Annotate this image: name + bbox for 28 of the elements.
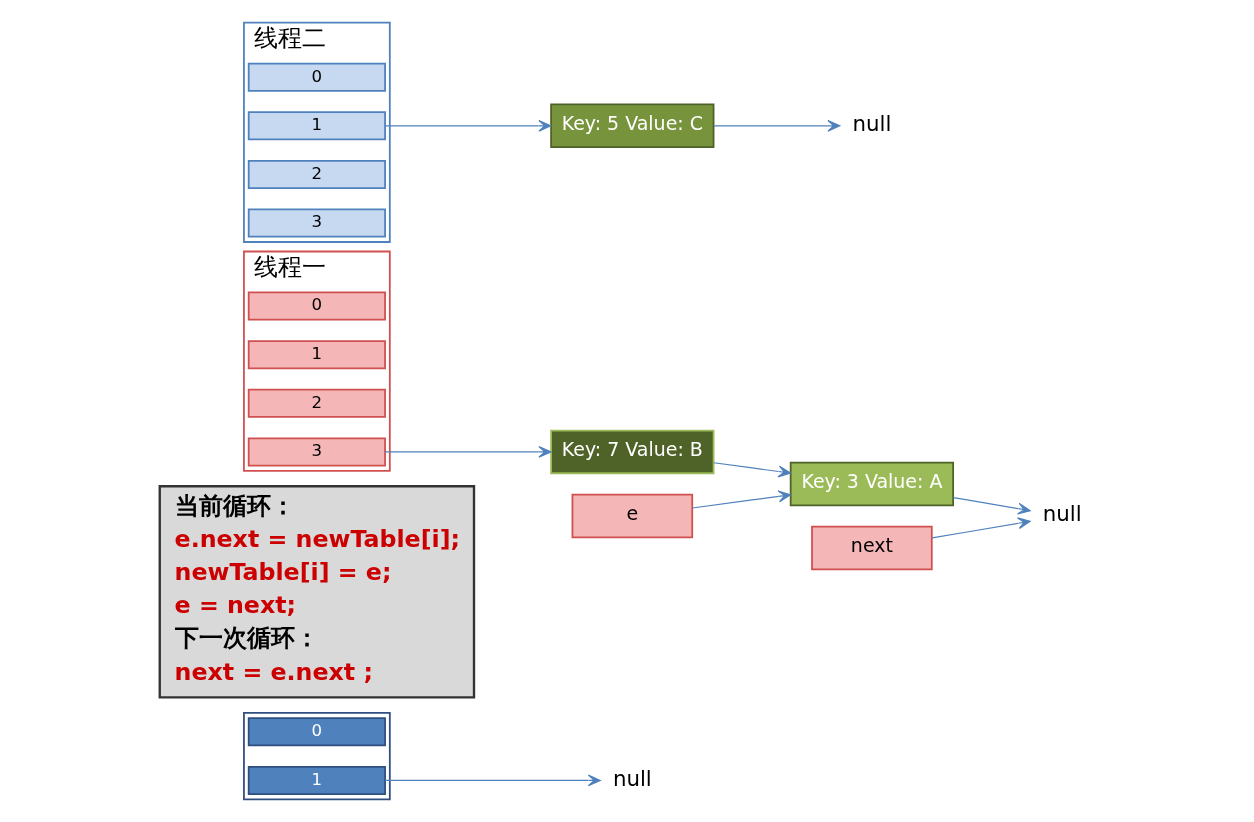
node-text: null [1042, 501, 1082, 527]
node-box: e [571, 493, 694, 539]
node-box: next [811, 525, 933, 571]
node-box: Key: 3 Value: A [789, 461, 954, 507]
arrow [952, 497, 1031, 515]
arrow [384, 774, 601, 787]
arrow [713, 462, 792, 478]
cluster [243, 711, 391, 801]
arrow [384, 119, 552, 132]
node-box: 1 [247, 111, 386, 141]
node-box: 0 [247, 62, 386, 92]
node-text: null [612, 765, 652, 791]
node-box: 3 [247, 208, 386, 238]
node-box: 当前循环： e.next = newTable[i]; newTable[i] = e; e = next; 下一次循环： next = e.next ; [158, 485, 476, 699]
node-box: 1 [247, 340, 386, 370]
arrow [691, 490, 792, 509]
node-box: 3 [247, 437, 386, 467]
arrow [931, 517, 1031, 539]
node-box: Key: 5 Value: C [550, 103, 715, 148]
node-text: null [852, 111, 892, 136]
node-box: Key: 7 Value: B [550, 429, 715, 475]
node-box: 2 [247, 388, 386, 418]
arrow [713, 119, 841, 132]
node-box: 1 [247, 765, 386, 795]
node-box: 0 [247, 291, 386, 321]
node-box: 0 [247, 717, 386, 747]
arrow [384, 446, 552, 458]
node-box: 2 [247, 159, 386, 189]
